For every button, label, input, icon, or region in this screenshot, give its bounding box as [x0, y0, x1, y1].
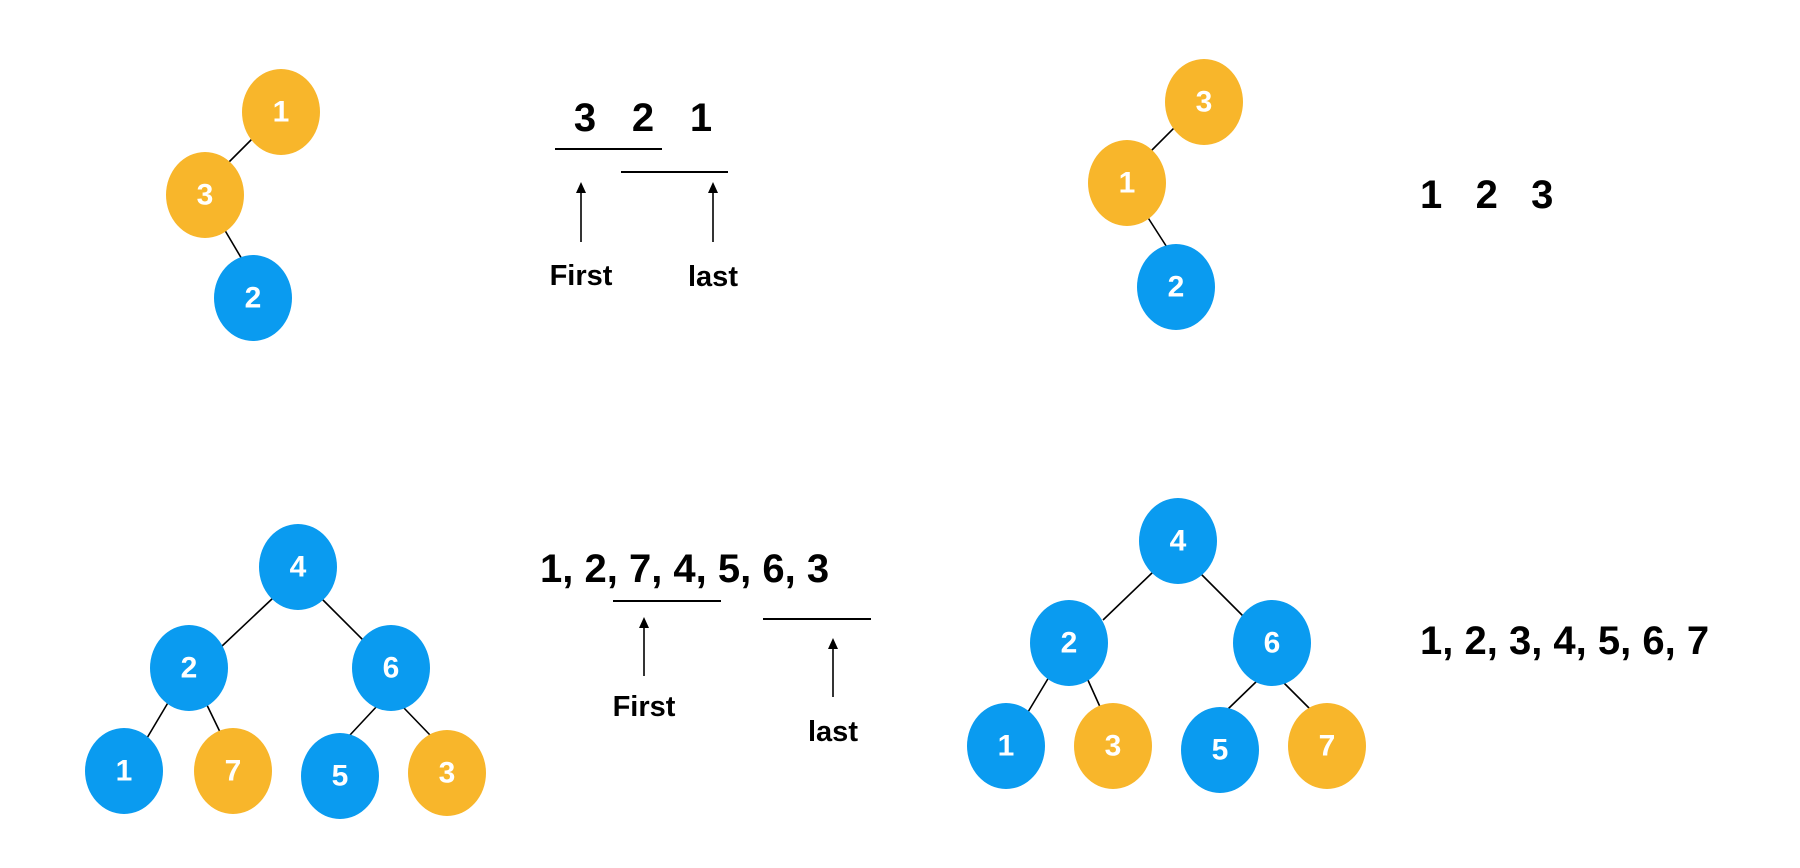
tree-node-3: 3: [408, 730, 486, 816]
tree-node-6: 6: [1233, 600, 1311, 686]
node-circle: [1139, 498, 1217, 584]
example2-tree: 4 2 6 1 7 5 3: [85, 524, 486, 819]
inorder-sequence: 1, 2, 7, 4, 5, 6, 3: [540, 547, 829, 591]
node-label: 3: [197, 179, 214, 212]
node-circle: [1233, 600, 1311, 686]
node-label: 2: [181, 652, 198, 685]
tree-node-2: 2: [214, 255, 292, 341]
example2-fixed-tree: 4 2 6 1 3 5 7: [967, 498, 1366, 793]
tree-node-6: 6: [352, 625, 430, 711]
node-label: 3: [1196, 86, 1213, 119]
tree-node-4: 4: [259, 524, 337, 610]
first-pointer-arrow: [576, 182, 586, 242]
node-circle: [1030, 600, 1108, 686]
example2-inorder: 1, 2, 7, 4, 5, 6, 3 First last: [540, 547, 871, 748]
node-circle: [1288, 703, 1366, 789]
tree-edge: [402, 706, 431, 736]
last-pointer-label: last: [688, 261, 738, 293]
tree-node-7: 7: [194, 728, 272, 814]
node-label: 3: [439, 757, 456, 790]
node-label: 7: [225, 755, 242, 788]
first-pointer-arrow: [639, 617, 649, 676]
tree-edge: [1086, 677, 1102, 710]
node-circle: [1137, 244, 1215, 330]
node-label: 5: [1212, 734, 1229, 767]
node-circle: [301, 733, 379, 819]
node-label: 2: [1061, 627, 1078, 660]
last-pointer-arrow: [708, 182, 718, 242]
tree-edge: [146, 700, 170, 739]
node-label: 1: [1119, 167, 1136, 200]
first-pointer-label: First: [550, 260, 613, 292]
node-label: 6: [1264, 627, 1281, 660]
example2-fixed-inorder: 1, 2, 3, 4, 5, 6, 7: [1420, 619, 1709, 663]
node-label: 5: [332, 760, 349, 793]
first-pointer-label: First: [613, 691, 676, 723]
tree-edge: [220, 597, 274, 648]
node-circle: [967, 703, 1045, 789]
tree-node-1: 1: [242, 69, 320, 155]
sequence-item: 1: [690, 96, 712, 140]
last-pointer-label: last: [808, 716, 858, 748]
sequence-item: 2: [632, 96, 654, 140]
node-label: 4: [290, 551, 307, 584]
node-circle: [1088, 140, 1166, 226]
tree-node-4: 4: [1139, 498, 1217, 584]
tree-node-7: 7: [1288, 703, 1366, 789]
tree-edge: [1282, 681, 1313, 712]
node-circle: [150, 625, 228, 711]
node-circle: [259, 524, 337, 610]
tree-edge: [1200, 573, 1247, 620]
example1-fixed-tree: 3 1 2: [1088, 59, 1243, 330]
tree-edge: [349, 704, 379, 736]
node-circle: [352, 625, 430, 711]
tree-edge: [1147, 125, 1177, 155]
tree-edge: [1027, 676, 1050, 713]
tree-node-1: 1: [1088, 140, 1166, 226]
node-circle: [166, 152, 244, 238]
tree-node-5: 5: [1181, 707, 1259, 793]
tree-node-1: 1: [967, 703, 1045, 789]
node-circle: [242, 69, 320, 155]
node-circle: [194, 728, 272, 814]
node-circle: [1181, 707, 1259, 793]
tree-node-2: 2: [1137, 244, 1215, 330]
node-circle: [214, 255, 292, 341]
node-label: 1: [273, 96, 290, 129]
node-label: 4: [1170, 525, 1187, 558]
node-label: 1: [116, 755, 133, 788]
node-label: 7: [1319, 730, 1336, 763]
node-circle: [408, 730, 486, 816]
tree-node-3: 3: [1165, 59, 1243, 145]
tree-edge: [320, 597, 366, 643]
example1-fixed-inorder: 1 2 3: [1420, 173, 1553, 217]
tree-edge: [224, 137, 254, 167]
node-label: 2: [245, 282, 262, 315]
tree-edge: [204, 700, 222, 735]
tree-node-3: 3: [1074, 703, 1152, 789]
tree-node-1: 1: [85, 728, 163, 814]
tree-node-3: 3: [166, 152, 244, 238]
node-label: 1: [998, 730, 1015, 763]
example1-inorder: 3 2 1 First last: [550, 96, 739, 293]
node-circle: [1165, 59, 1243, 145]
sequence-item: 3: [574, 96, 596, 140]
node-label: 3: [1105, 730, 1122, 763]
node-circle: [1074, 703, 1152, 789]
tree-edge: [1102, 571, 1154, 621]
tree-node-2: 2: [1030, 600, 1108, 686]
example1-tree: 1 3 2: [166, 69, 320, 341]
node-label: 2: [1168, 271, 1185, 304]
node-label: 6: [383, 652, 400, 685]
tree-node-2: 2: [150, 625, 228, 711]
node-circle: [85, 728, 163, 814]
last-pointer-arrow: [828, 638, 838, 697]
tree-edge: [1227, 679, 1259, 710]
tree-node-5: 5: [301, 733, 379, 819]
